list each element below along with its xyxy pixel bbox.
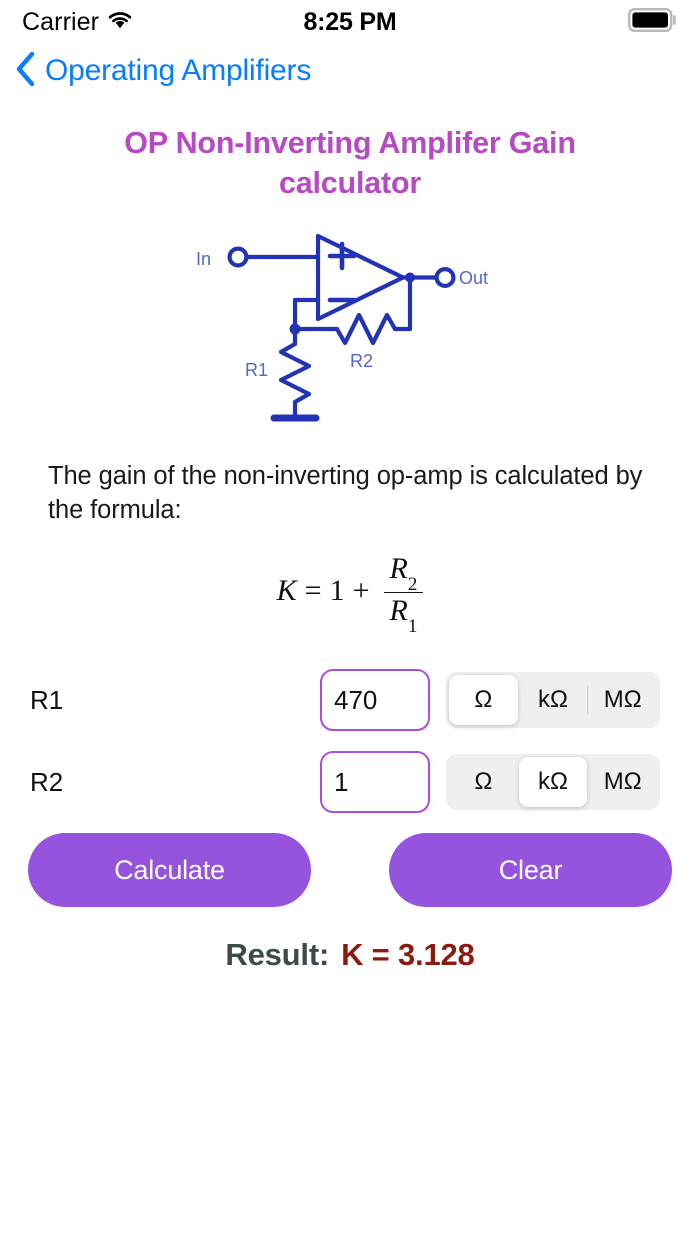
carrier-label: Carrier [22,7,100,36]
input-rows: R1 Ω kΩ MΩ R2 Ω kΩ MΩ [0,669,700,813]
formula-lhs: K [276,574,297,608]
circuit-output-label: Out [459,268,488,288]
r1-unit-segmented-control[interactable]: Ω kΩ MΩ [446,672,660,728]
gain-formula: K = 1 + R2 R1 [276,550,424,638]
navigation-bar: Operating Amplifiers [0,44,700,98]
formula-fraction: R2 R1 [383,551,424,638]
battery-full-icon [628,7,678,37]
formula-equals: = [304,574,322,608]
formula-denominator: R1 [389,594,418,638]
r1-value-input[interactable] [320,669,430,731]
formula-plus: + [352,574,370,608]
formula-one: 1 [329,574,345,608]
circuit-diagram-container: In Out R1 R2 [0,233,700,434]
non-inverting-op-amp-schematic: In Out R1 R2 [196,233,488,422]
circuit-r1-label: R1 [245,360,268,380]
r2-label: R2 [30,766,64,797]
r2-unit-ohm[interactable]: Ω [474,768,493,795]
back-button-label: Operating Amplifiers [45,54,312,87]
input-row-r1: R1 Ω kΩ MΩ [0,669,700,731]
chevron-left-icon [14,51,36,92]
clear-button[interactable]: Clear [389,833,672,907]
r1-unit-ohm[interactable]: Ω [449,675,518,725]
r2-unit-kilo-ohm[interactable]: kΩ [518,757,588,807]
formula-numerator: R2 [389,551,418,595]
result-row: Result: K = 3.128 [0,937,700,973]
status-bar: Carrier 8:25 PM [0,0,700,44]
r1-unit-kilo-ohm[interactable]: kΩ [538,686,568,713]
r2-value-input[interactable] [320,751,430,813]
r1-unit-mega-ohm[interactable]: MΩ [603,686,642,713]
r2-unit-segmented-control[interactable]: Ω kΩ MΩ [446,754,660,810]
formula-fraction-bar [383,591,424,594]
page-title: OP Non-Inverting Amplifer Gain calculato… [124,126,576,200]
circuit-input-label: In [196,249,211,269]
result-label: Result: [225,937,330,972]
wifi-icon [107,10,133,35]
back-button[interactable]: Operating Amplifiers [14,51,311,92]
r1-label: R1 [30,684,64,715]
calculate-button[interactable]: Calculate [28,833,311,907]
status-bar-left: Carrier [22,8,133,37]
formula-container: K = 1 + R2 R1 [0,550,700,638]
r1-seg-divider-2 [587,686,589,714]
input-row-r2: R2 Ω kΩ MΩ [0,751,700,813]
action-buttons: Calculate Clear [0,833,700,907]
description-text: The gain of the non-inverting op-amp is … [48,461,643,524]
circuit-r2-label: R2 [350,351,373,371]
result-value: K = 3.128 [341,937,475,972]
r2-unit-mega-ohm[interactable]: MΩ [603,768,642,795]
status-bar-right [628,7,678,37]
